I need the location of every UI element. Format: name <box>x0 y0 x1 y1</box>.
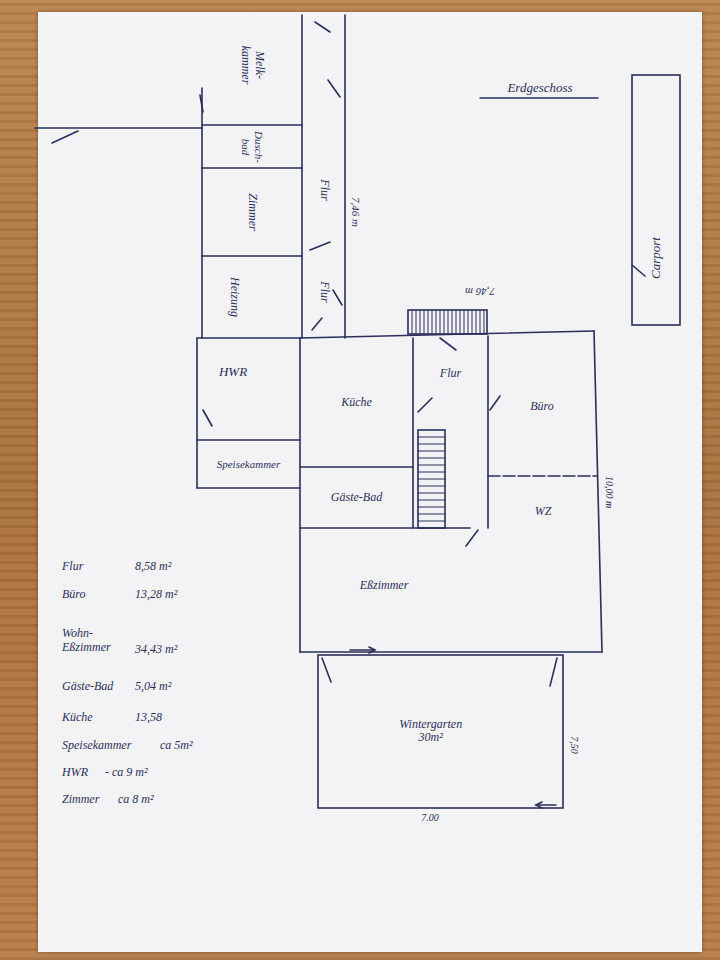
room-label-group: Flur <box>317 180 331 201</box>
room-label-group: Flur <box>317 282 331 303</box>
room-name: Küche <box>341 396 372 410</box>
room-label-group: Melk- kammer <box>238 35 266 95</box>
room-name: Melk- kammer <box>238 35 266 95</box>
plan-title: Erdgeschoss <box>507 81 572 96</box>
area-list-entry: Küche <box>62 711 93 725</box>
room-label-group: Gäste-Bad <box>331 491 382 505</box>
room-name: Eßzimmer <box>360 579 409 593</box>
room: Wintergarten30m² <box>318 655 563 808</box>
room-label-group: HWR <box>219 364 247 379</box>
dimension-label: 7,46 m <box>465 286 495 299</box>
room-name: HWR <box>219 364 247 379</box>
area-list-entry: Büro <box>62 588 86 602</box>
area-list-entry: Wohn- Eßzimmer <box>62 627 132 655</box>
room-name: Carport <box>649 237 664 279</box>
room-name: Speisekammer <box>217 458 281 471</box>
paper-sheet <box>38 12 702 952</box>
room-name: Flur <box>317 282 331 303</box>
dimension-label: 7,50 <box>568 736 580 754</box>
room-label-group: Büro <box>530 400 554 414</box>
area-list-entry: - ca 9 m² <box>105 766 148 780</box>
room-name: Zimmer <box>245 193 259 230</box>
room-name: Heizung <box>227 277 241 317</box>
area-list-entry: Speisekammer <box>62 739 131 753</box>
room-label-group: Flur <box>440 367 461 381</box>
room: Heizung <box>202 256 302 338</box>
room: Gäste-Bad <box>300 467 413 528</box>
area-list-entry: 34,43 m² <box>135 643 177 657</box>
room: Küche <box>300 338 413 467</box>
room-name: Wintergarten <box>399 718 462 732</box>
dimension-label: 7,46 m <box>350 197 363 227</box>
room: Flur <box>302 255 345 338</box>
room: Flur <box>413 338 488 428</box>
room-label-group: Carport <box>649 237 664 279</box>
room: Carport <box>632 75 680 325</box>
dimension-label: 10,00 m <box>603 476 615 508</box>
room-label-group: Heizung <box>227 277 241 317</box>
area-list-entry: ca 5m² <box>160 739 193 753</box>
area-list-entry: 13,28 m² <box>135 588 177 602</box>
area-list-entry: HWR <box>62 766 88 780</box>
room: Speisekammer <box>197 440 300 488</box>
room-name: Gäste-Bad <box>331 491 382 505</box>
room: Dusch- bad <box>202 125 302 168</box>
area-list-entry: 13,58 <box>135 711 162 725</box>
room-label-group: Wintergarten30m² <box>399 718 462 746</box>
area-list-entry: ca 8 m² <box>118 793 154 807</box>
room-label-group: Küche <box>341 396 372 410</box>
room: Eßzimmer <box>300 528 600 652</box>
room: HWR <box>197 338 300 440</box>
area-list-entry: Zimmer <box>62 793 99 807</box>
room-name: Dusch- bad <box>239 128 264 166</box>
room: Büro <box>488 338 596 476</box>
room-name: Büro <box>530 400 554 414</box>
room-label-group: Speisekammer <box>217 458 281 471</box>
room: Melk- kammer <box>202 15 302 125</box>
room-label-group: Eßzimmer <box>360 579 409 593</box>
room-label-group: WZ <box>535 505 552 519</box>
room: Zimmer <box>202 168 302 256</box>
room-label-group: Dusch- bad <box>239 128 264 166</box>
room-name: WZ <box>535 505 552 519</box>
room: WZ <box>488 476 598 528</box>
dimension-label: 7.00 <box>421 812 439 824</box>
room-area: 30m² <box>399 732 462 746</box>
room-name: Flur <box>317 180 331 201</box>
area-list-entry: Flur <box>62 560 83 574</box>
area-list-entry: Gäste-Bad <box>62 680 113 694</box>
area-list-entry: 5,04 m² <box>135 680 171 694</box>
room: Flur <box>302 15 345 255</box>
area-list-entry: 8,58 m² <box>135 560 171 574</box>
room-label-group: Zimmer <box>245 193 259 230</box>
room-name: Flur <box>440 367 461 381</box>
